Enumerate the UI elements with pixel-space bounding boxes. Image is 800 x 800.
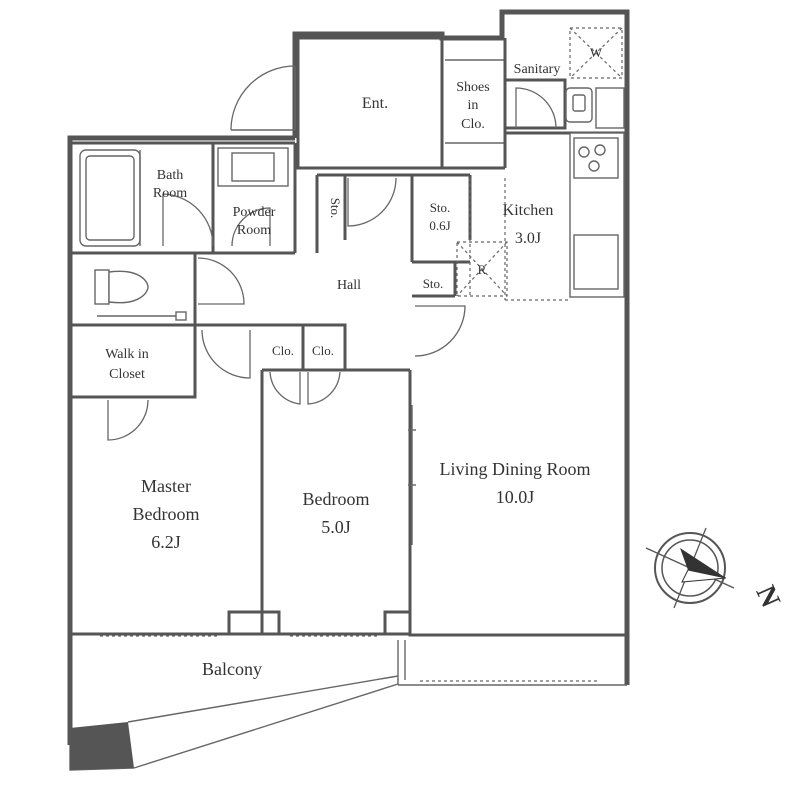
label-bedroom-2: 5.0J [321, 517, 351, 537]
label-closet-2: Clo. [312, 343, 334, 358]
label-storage-06-1: Sto. [430, 200, 451, 215]
label-powder-room-1: Powder [233, 205, 276, 220]
compass-north-label: N [749, 581, 786, 612]
label-storage-hall: Sto. [423, 276, 444, 291]
label-entrance: Ent. [362, 95, 388, 112]
label-fridge: R [478, 262, 487, 277]
bedroom-walls [227, 370, 416, 637]
label-hall: Hall [337, 278, 361, 293]
label-master-bedroom-2: Bedroom [133, 504, 200, 524]
toilet [70, 253, 245, 327]
compass-icon [645, 527, 735, 609]
label-shoes-closet-2: in [468, 98, 479, 113]
label-living-dining-1: Living Dining Room [439, 459, 590, 479]
label-master-bedroom-1: Master [141, 476, 191, 496]
label-shoes-closet-1: Shoes [456, 80, 489, 95]
kitchen-block [456, 131, 627, 301]
label-master-bedroom-3: 6.2J [151, 532, 181, 552]
label-bath-room-1: Bath [157, 168, 183, 183]
bath-block [70, 141, 297, 255]
balcony [69, 632, 627, 771]
label-bedroom-1: Bedroom [303, 489, 370, 509]
entrance-block [230, 27, 625, 170]
label-living-dining-2: 10.0J [496, 487, 535, 507]
label-balcony: Balcony [202, 659, 262, 679]
hall-block [262, 173, 472, 405]
balcony-post [70, 722, 134, 770]
label-walk-in-closet-1: Walk in [105, 347, 149, 362]
label-bath-room-2: Room [153, 186, 187, 201]
label-washer: W [590, 45, 603, 60]
label-kitchen-2: 3.0J [515, 230, 541, 247]
label-sanitary: Sanitary [514, 62, 561, 77]
label-powder-room-2: Room [237, 223, 271, 238]
outer-walls [67, 9, 630, 745]
label-storage-small: Sto. [328, 198, 343, 219]
walk-in-closet [70, 323, 262, 441]
label-kitchen-1: Kitchen [503, 202, 554, 219]
label-walk-in-closet-2: Closet [109, 367, 145, 382]
label-shoes-closet-3: Clo. [461, 117, 485, 132]
label-storage-06-2: 0.6J [429, 218, 450, 233]
room-labels: Ent. Shoes in Clo. Sanitary W Bath Room … [105, 45, 603, 679]
label-closet-1: Clo. [272, 343, 294, 358]
